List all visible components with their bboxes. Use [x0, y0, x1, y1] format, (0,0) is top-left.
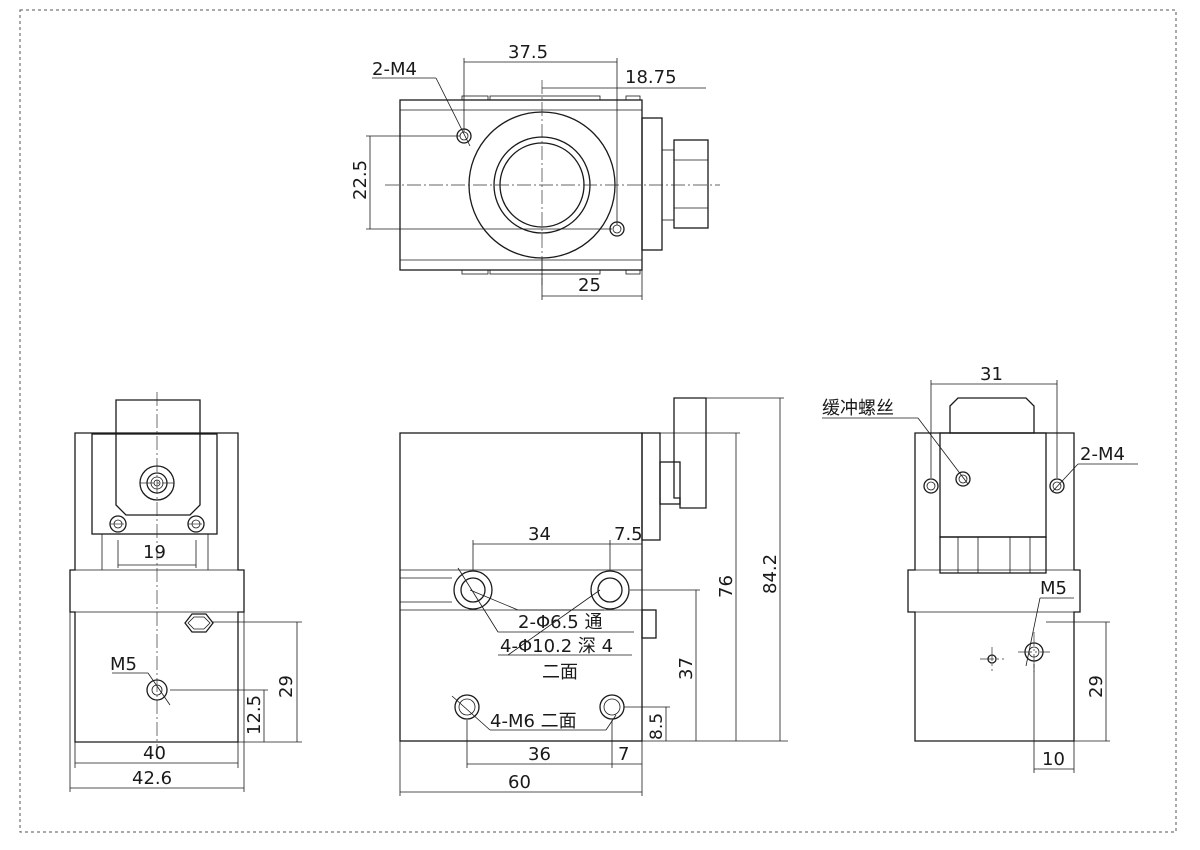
dim-right-29: 29	[1086, 675, 1107, 698]
dim-19: 19	[143, 542, 166, 563]
drawing-frame	[19, 9, 1177, 833]
note-phi-10-2: 4-Φ10.2 深 4	[500, 636, 613, 657]
note-phi-6-5: 2-Φ6.5 通	[518, 612, 602, 633]
dim-31: 31	[980, 364, 1003, 385]
dim-37-5: 37.5	[508, 42, 548, 63]
note-m6: 4-M6 二面	[490, 711, 577, 732]
dim-left-29: 29	[276, 675, 297, 698]
dim-8-5: 8.5	[647, 713, 667, 740]
note-two-faces: 二面	[542, 662, 578, 683]
dim-25: 25	[578, 275, 601, 296]
right-m4-hole-2	[1049, 478, 1065, 494]
left-handle	[115, 399, 201, 516]
top-side-plate	[641, 117, 663, 251]
front-cb-hole-1	[453, 570, 493, 610]
right-clamp-top	[949, 397, 1035, 434]
note-buffer-screw: 缓冲螺丝	[822, 398, 894, 419]
note-right-2m4: 2-M4	[1080, 444, 1125, 465]
front-m6-hole-1	[454, 694, 480, 720]
dim-42-6: 42.6	[132, 768, 172, 789]
dim-40: 40	[143, 743, 166, 764]
front-view: 34 7.5 76 84.2 37 8.5 36 7 60 2-Φ6.5 通 4…	[399, 397, 788, 796]
front-knob	[673, 397, 707, 509]
left-top-plate	[91, 433, 218, 535]
note-top-2m4: 2-M4	[372, 59, 417, 80]
dim-18-75: 18.75	[625, 67, 677, 88]
top-view: 37.5 18.75 25 22.5 2-M4	[350, 42, 720, 300]
front-side-plate	[641, 432, 661, 541]
left-view: 19 29 12.5 40 42.6 M5	[69, 392, 302, 792]
front-body-outline	[399, 432, 643, 742]
dim-22-5: 22.5	[350, 160, 371, 200]
right-clamp-block	[939, 432, 1047, 538]
note-right-m5: M5	[1040, 578, 1067, 599]
note-left-m5: M5	[110, 654, 137, 675]
dim-76: 76	[716, 575, 737, 598]
dim-34: 34	[528, 524, 551, 545]
dim-7: 7	[618, 744, 629, 765]
left-hex-nut	[184, 613, 214, 633]
dim-84-2: 84.2	[760, 554, 781, 594]
dim-37: 37	[676, 657, 697, 680]
front-cb-hole-2	[590, 570, 630, 610]
dim-36: 36	[528, 744, 551, 765]
front-m6-hole-2	[599, 694, 625, 720]
dim-12-5: 12.5	[244, 695, 265, 735]
dim-7-5: 7.5	[614, 524, 643, 545]
right-buffer-screw	[955, 471, 971, 487]
right-view: 31 29 10 缓冲螺丝 2-M4 M5	[822, 364, 1138, 773]
dim-10: 10	[1042, 749, 1065, 770]
right-m4-hole-1	[923, 478, 939, 494]
top-knob	[673, 139, 709, 229]
dim-60: 60	[508, 772, 531, 793]
